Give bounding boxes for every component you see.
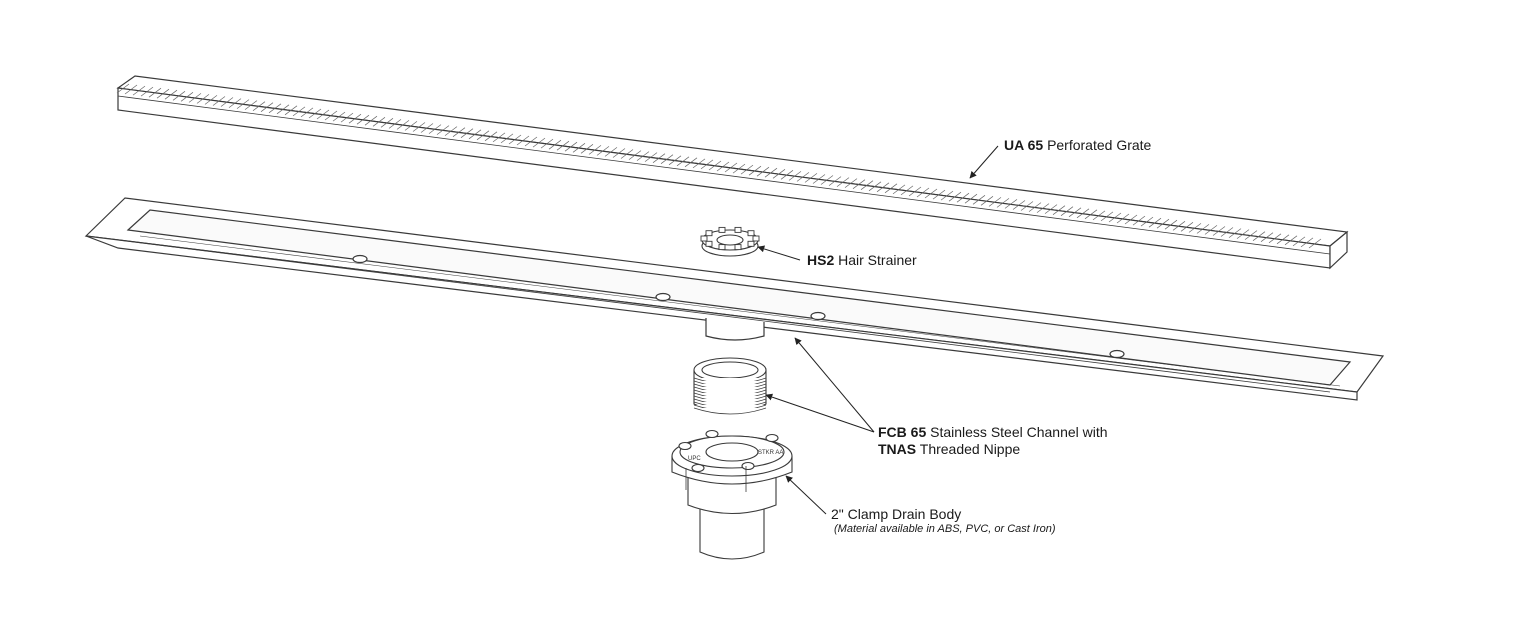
leader-lines <box>757 145 999 515</box>
grate-text: Perforated Grate <box>1047 137 1152 153</box>
hair-strainer <box>700 226 760 257</box>
channel-label: FCB 65 Stainless Steel Channel with TNAS… <box>878 424 1108 458</box>
grate-label: UA 65 Perforated Grate <box>1004 137 1151 154</box>
perforated-grate <box>116 75 1349 270</box>
strainer-text: Hair Strainer <box>838 252 917 268</box>
strainer-leader <box>757 245 801 261</box>
grate-perforations <box>116 83 1322 249</box>
grate-leader <box>969 145 999 179</box>
nipple-text: Threaded Nippe <box>919 441 1021 457</box>
strainer-code: HS2 <box>807 252 835 268</box>
channel-leader-2 <box>765 393 875 433</box>
channel-text: Stainless Steel Channel with <box>930 424 1108 440</box>
body-mark-right: STKR AA <box>758 450 783 456</box>
drain-body-text: 2" Clamp Drain Body <box>831 506 962 522</box>
strainer-label: HS2 Hair Strainer <box>807 252 917 269</box>
clamp-drain-body: UPC STKR AA <box>671 429 793 560</box>
stainless-steel-channel <box>84 197 1385 401</box>
drain-leader <box>785 475 827 515</box>
grate-code: UA 65 <box>1004 137 1044 153</box>
body-mark-left: UPC <box>688 456 701 462</box>
channel-leader-1 <box>794 337 875 433</box>
channel-code: FCB 65 <box>878 424 927 440</box>
nipple-code: TNAS <box>878 441 917 457</box>
threaded-nipple <box>693 357 767 415</box>
drain-body-label: 2" Clamp Drain Body <box>831 506 961 523</box>
drain-material-note: (Material available in ABS, PVC, or Cast… <box>834 523 1056 535</box>
